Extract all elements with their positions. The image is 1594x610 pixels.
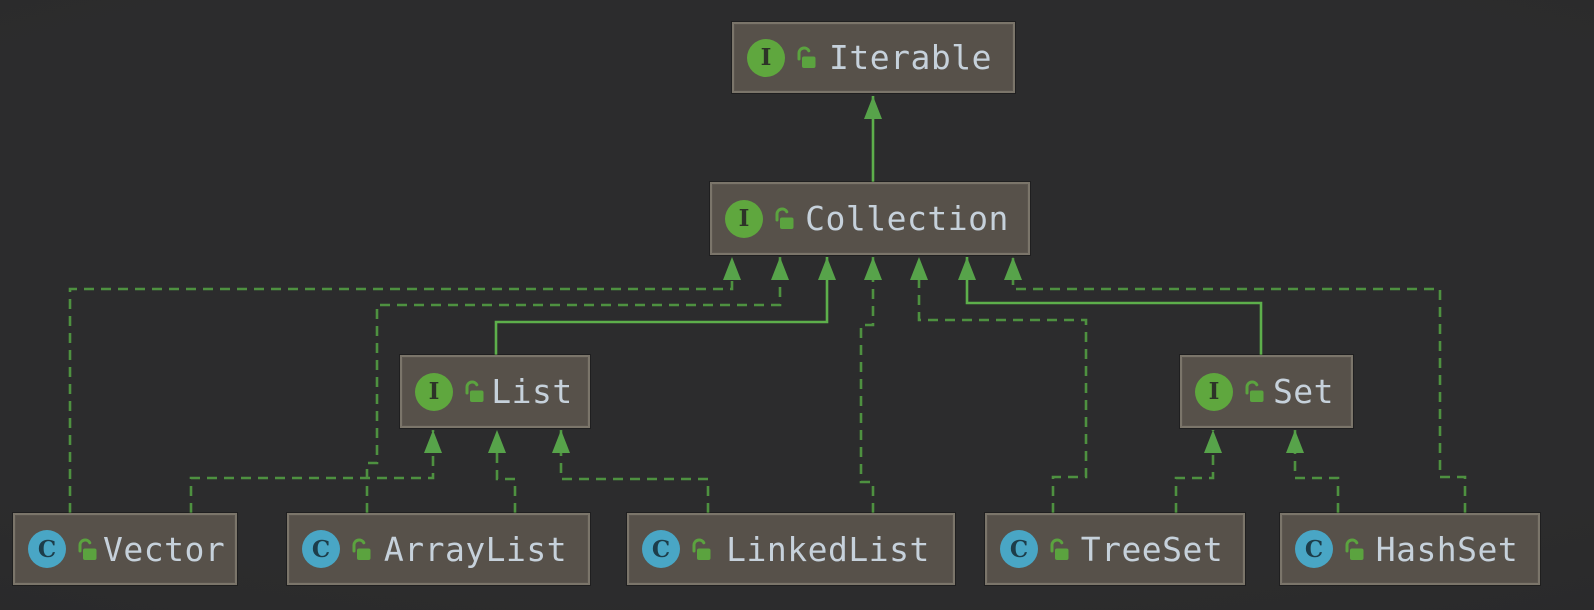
class-node-arraylist[interactable]: C ArrayList: [287, 513, 590, 585]
interface-icon: I: [1195, 372, 1233, 411]
unlocked-padlock-icon: [1342, 536, 1366, 563]
class-name-label: List: [491, 372, 573, 411]
class-icon: C: [1000, 530, 1038, 568]
class-icon: C: [302, 530, 340, 568]
interface-icon: I: [747, 38, 785, 77]
class-name-label: LinkedList: [726, 529, 930, 569]
class-node-treeset[interactable]: C TreeSet: [985, 513, 1245, 585]
unlocked-padlock-icon: [75, 536, 99, 563]
edge-hashset-implements-set: [1286, 430, 1340, 513]
edge-arraylist-implements-list: [488, 430, 517, 513]
unlocked-padlock-icon: [689, 536, 713, 563]
unlocked-padlock-icon: [1047, 536, 1071, 563]
edge-vector-implements-collection: [68, 257, 741, 513]
edge-treeset-implements-set: [1174, 430, 1222, 513]
class-name-label: Iterable: [829, 38, 992, 77]
interface-icon: I: [415, 372, 453, 411]
edge-vector-implements-list: [189, 430, 442, 513]
class-name-label: TreeSet: [1080, 529, 1224, 569]
unlocked-padlock-icon: [794, 44, 818, 71]
interface-icon: I: [725, 199, 763, 238]
class-name-label: Set: [1272, 372, 1335, 411]
class-name-label: Collection: [805, 199, 1009, 238]
edge-list-extends-collection: [494, 257, 836, 355]
class-node-vector[interactable]: C Vector: [13, 513, 237, 585]
class-icon: C: [28, 530, 66, 568]
edge-hashset-implements-collection: [1004, 257, 1467, 513]
class-icon: C: [642, 530, 680, 568]
class-name-label: ArrayList: [383, 529, 568, 569]
unlocked-padlock-icon: [462, 378, 486, 405]
class-name-label: HashSet: [1375, 529, 1519, 569]
class-node-list[interactable]: I List: [400, 355, 590, 428]
class-node-collection[interactable]: I Collection: [710, 182, 1030, 255]
edge-treeset-implements-collection: [910, 257, 1088, 513]
class-name-label: Vector: [103, 529, 226, 569]
class-node-set[interactable]: I Set: [1180, 355, 1353, 428]
edge-arraylist-implements-collection: [365, 257, 789, 513]
unlocked-padlock-icon: [349, 536, 373, 563]
unlocked-padlock-icon: [1242, 378, 1266, 405]
class-node-iterable[interactable]: I Iterable: [732, 22, 1015, 93]
edge-set-extends-collection: [958, 257, 1263, 355]
edge-linkedlist-implements-collection: [859, 257, 882, 513]
class-node-hashset[interactable]: C HashSet: [1280, 513, 1540, 585]
class-icon: C: [1295, 530, 1333, 568]
unlocked-padlock-icon: [772, 205, 796, 232]
class-node-linkedlist[interactable]: C LinkedList: [627, 513, 955, 585]
edge-linkedlist-implements-list: [552, 430, 710, 513]
